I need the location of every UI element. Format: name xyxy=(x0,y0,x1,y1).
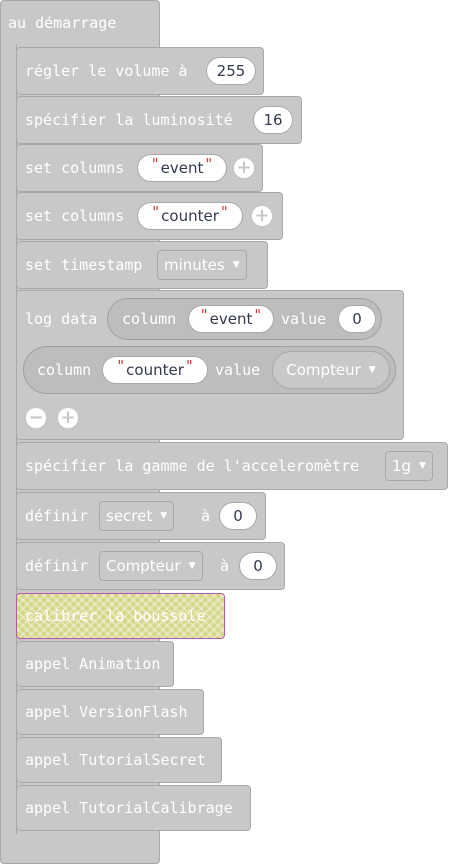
set-columns-event-block[interactable]: set columns "event" + xyxy=(16,144,263,192)
call-versionflash-label: appel VersionFlash xyxy=(25,703,188,721)
call-animation-block[interactable]: appel Animation xyxy=(16,641,174,687)
calibrate-compass-block[interactable]: calibrer la boussole xyxy=(16,593,225,639)
dropdown-arrow-icon: ▼ xyxy=(368,365,376,375)
set-volume-label: régler le volume à xyxy=(25,62,188,80)
column-value-row-counter[interactable]: column "counter" value Compteur ▼ xyxy=(23,346,396,394)
column-name-counter[interactable]: "counter" xyxy=(102,356,208,384)
call-tutorialcalibrage-block[interactable]: appel TutorialCalibrage xyxy=(16,785,251,831)
secret-value-input[interactable]: 0 xyxy=(219,502,257,530)
dropdown-arrow-icon: ▼ xyxy=(188,561,196,571)
value-label: value xyxy=(281,310,327,328)
dropdown-arrow-icon: ▼ xyxy=(419,461,426,471)
start-block-label: au démarrage xyxy=(8,14,117,32)
volume-value-input[interactable]: 255 xyxy=(206,57,256,85)
counter-variable-dropdown[interactable]: Compteur ▼ xyxy=(99,551,203,581)
accel-range-dropdown[interactable]: 1g ▼ xyxy=(385,451,433,481)
set-accel-range-label: spécifier la gamme de l'acceleromètre xyxy=(25,457,360,475)
set-columns-label: set columns xyxy=(25,207,125,225)
set-brightness-block[interactable]: spécifier la luminosité 16 xyxy=(16,96,302,144)
set-timestamp-block[interactable]: set timestamp minutes ▼ xyxy=(16,241,268,289)
brightness-value-input[interactable]: 16 xyxy=(253,106,293,134)
secret-variable-dropdown[interactable]: secret ▼ xyxy=(99,501,175,531)
log-data-block[interactable]: log data column "event" value 0 column "… xyxy=(16,290,404,440)
call-versionflash-block[interactable]: appel VersionFlash xyxy=(16,689,204,735)
column-string-counter[interactable]: "counter" xyxy=(137,202,243,230)
add-row-plus-icon[interactable]: + xyxy=(58,408,78,428)
log-data-label: log data xyxy=(25,310,98,328)
call-tutorialsecret-label: appel TutorialSecret xyxy=(25,751,206,769)
set-columns-counter-block[interactable]: set columns "counter" + xyxy=(16,192,283,240)
set-secret-block[interactable]: définir secret ▼ à 0 xyxy=(16,492,266,540)
set-accel-range-block[interactable]: spécifier la gamme de l'acceleromètre 1g… xyxy=(16,442,448,490)
column-value-row-event[interactable]: column "event" value 0 xyxy=(107,298,382,340)
column-string-event[interactable]: "event" xyxy=(137,154,227,182)
dropdown-arrow-icon: ▼ xyxy=(160,511,168,521)
calibrate-compass-label: calibrer la boussole xyxy=(25,607,206,625)
value-label: value xyxy=(215,361,261,379)
remove-row-minus-icon[interactable]: − xyxy=(26,408,46,428)
counter-value-input[interactable]: 0 xyxy=(239,552,277,580)
start-block-body xyxy=(0,44,17,834)
to-label: à xyxy=(220,557,230,575)
set-columns-label: set columns xyxy=(25,159,125,177)
counter-variable-dropdown[interactable]: Compteur ▼ xyxy=(272,351,390,389)
column-label: column xyxy=(122,310,177,328)
set-variable-label: définir xyxy=(25,507,89,525)
add-column-plus-icon[interactable]: + xyxy=(234,158,254,178)
call-tutorialsecret-block[interactable]: appel TutorialSecret xyxy=(16,737,222,783)
set-counter-block[interactable]: définir Compteur ▼ à 0 xyxy=(16,542,285,590)
set-volume-block[interactable]: régler le volume à 255 xyxy=(16,47,264,95)
call-animation-label: appel Animation xyxy=(25,655,161,673)
call-tutorialcalibrage-label: appel TutorialCalibrage xyxy=(25,799,233,817)
to-label: à xyxy=(201,507,211,525)
timestamp-unit-dropdown[interactable]: minutes ▼ xyxy=(157,250,247,280)
column-name-event[interactable]: "event" xyxy=(188,305,274,333)
dropdown-arrow-icon: ▼ xyxy=(232,260,240,270)
set-timestamp-label: set timestamp xyxy=(25,256,143,274)
set-brightness-label: spécifier la luminosité xyxy=(25,111,233,129)
add-column-plus-icon[interactable]: + xyxy=(252,206,272,226)
set-variable-label: définir xyxy=(25,557,89,575)
column-label: column xyxy=(37,361,92,379)
value-number-input[interactable]: 0 xyxy=(338,305,376,333)
